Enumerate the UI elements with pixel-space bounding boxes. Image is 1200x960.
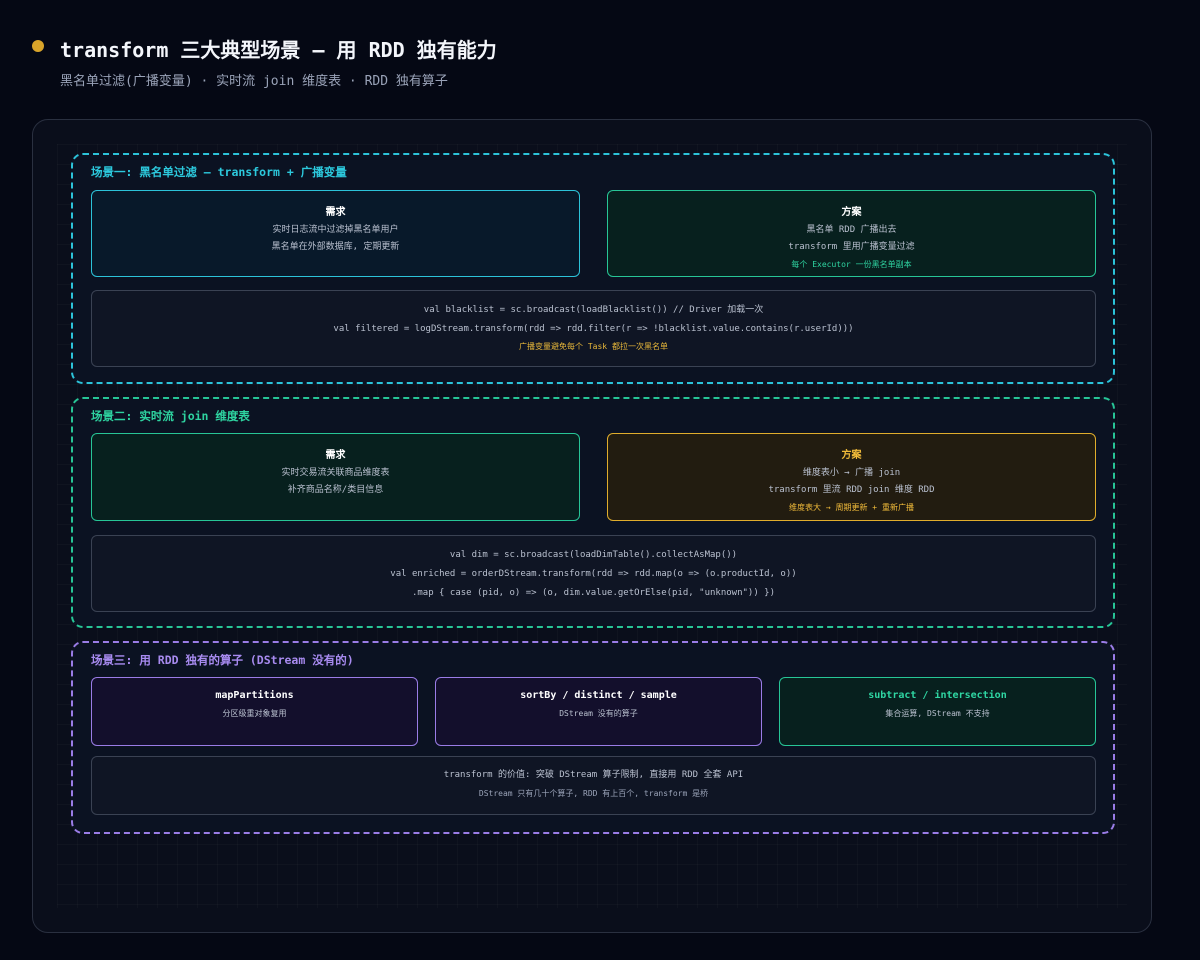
op-box-mappartitions: mapPartitions 分区级重对象复用 (91, 677, 418, 746)
op-desc: DStream 没有的算子 (559, 709, 638, 718)
scene1-code-box: val blacklist = sc.broadcast(loadBlackli… (91, 290, 1096, 367)
value-title: transform 的价值: 突破 DStream 算子限制, 直接用 RDD … (443, 770, 744, 780)
scene1-plan-line: 黑名单 RDD 广播出去 (806, 225, 897, 235)
op-box-subtract: subtract / intersection 集合运算, DStream 不支… (779, 677, 1096, 746)
scene3-section: 场景三: 用 RDD 独有的算子 (DStream 没有的) mapPartit… (71, 641, 1115, 834)
scene1-title: 场景一: 黑名单过滤 — transform + 广播变量 (91, 165, 347, 179)
value-desc: DStream 只有几十个算子, RDD 有上百个, transform 是桥 (478, 789, 709, 798)
scene2-plan-box: 方案 维度表小 → 广播 join transform 里流 RDD join … (607, 433, 1096, 521)
scene1-plan-note: 每个 Executor 一份黑名单副本 (791, 260, 912, 269)
scene1-need-title: 需求 (325, 207, 346, 218)
page-title: transform 三大典型场景 — 用 RDD 独有能力 (60, 38, 497, 62)
scene3-value-box: transform 的价值: 突破 DStream 算子限制, 直接用 RDD … (91, 756, 1096, 815)
diagram-panel: 场景一: 黑名单过滤 — transform + 广播变量 需求 实时日志流中过… (32, 119, 1152, 933)
scene1-need-box: 需求 实时日志流中过滤掉黑名单用户 黑名单在外部数据库, 定期更新 (91, 190, 580, 277)
bullet-dot-icon (32, 40, 44, 52)
op-title: sortBy / distinct / sample (520, 690, 677, 701)
scene1-code-note: 广播变量避免每个 Task 都拉一次黑名单 (519, 342, 668, 351)
op-desc: 分区级重对象复用 (222, 709, 287, 718)
scene1-need-line: 黑名单在外部数据库, 定期更新 (271, 242, 400, 252)
scene1-plan-line: transform 里用广播变量过滤 (788, 242, 915, 252)
code-line: val enriched = orderDStream.transform(rd… (390, 569, 797, 579)
code-line: val filtered = logDStream.transform(rdd … (333, 324, 854, 334)
scene2-code-box: val dim = sc.broadcast(loadDimTable().co… (91, 535, 1096, 612)
scene1-plan-title: 方案 (841, 207, 862, 218)
scene2-title: 场景二: 实时流 join 维度表 (91, 409, 250, 423)
scene1-plan-box: 方案 黑名单 RDD 广播出去 transform 里用广播变量过滤 每个 Ex… (607, 190, 1096, 277)
page-subtitle: 黑名单过滤(广播变量) · 实时流 join 维度表 · RDD 独有算子 (60, 74, 448, 89)
scene2-plan-line: 维度表小 → 广播 join (802, 468, 901, 478)
scene3-title: 场景三: 用 RDD 独有的算子 (DStream 没有的) (91, 653, 354, 667)
op-title: subtract / intersection (868, 690, 1007, 701)
op-desc: 集合运算, DStream 不支持 (885, 709, 990, 718)
op-box-sortby: sortBy / distinct / sample DStream 没有的算子 (435, 677, 762, 746)
scene1-need-line: 实时日志流中过滤掉黑名单用户 (272, 225, 399, 235)
scene2-plan-note: 维度表大 → 周期更新 + 重新广播 (789, 503, 914, 512)
scene2-need-line: 补齐商品名称/类目信息 (287, 485, 384, 495)
scene2-need-box: 需求 实时交易流关联商品维度表 补齐商品名称/类目信息 (91, 433, 580, 521)
scene1-section: 场景一: 黑名单过滤 — transform + 广播变量 需求 实时日志流中过… (71, 153, 1115, 384)
code-line: val blacklist = sc.broadcast(loadBlackli… (423, 305, 764, 315)
scene2-need-title: 需求 (325, 450, 346, 461)
scene2-plan-line: transform 里流 RDD join 维度 RDD (768, 485, 935, 495)
scene2-plan-title: 方案 (841, 450, 862, 461)
code-line: .map { case (pid, o) => (o, dim.value.ge… (411, 588, 776, 598)
scene2-section: 场景二: 实时流 join 维度表 需求 实时交易流关联商品维度表 补齐商品名称… (71, 397, 1115, 628)
op-title: mapPartitions (215, 690, 294, 701)
code-line: val dim = sc.broadcast(loadDimTable().co… (449, 550, 738, 560)
scene2-need-line: 实时交易流关联商品维度表 (281, 468, 390, 478)
